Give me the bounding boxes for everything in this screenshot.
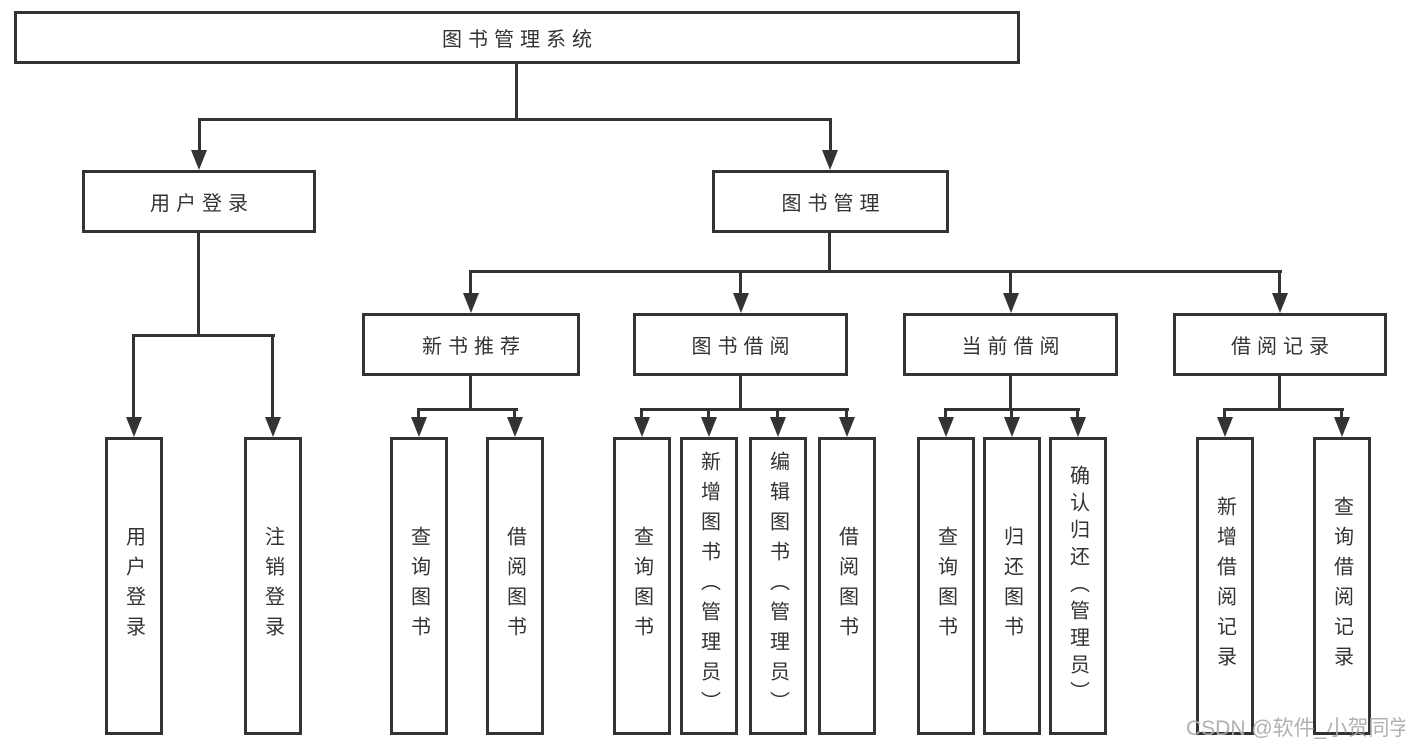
node-book-management: 图书管理 [712,170,949,233]
leaf-borrow-add-books-admin-label: 新增图书（管理员） [697,451,720,721]
arrow-down-icon [938,417,954,437]
csdn-watermark: CSDN @软件_小贺同学 [1186,717,1405,740]
leaf-borrow-query-books-label: 查询图书 [630,526,653,646]
connector-line [1223,408,1344,411]
leaf-recommend-borrow-books-label: 借阅图书 [503,526,526,646]
connector-line [739,270,742,295]
connector-line [515,64,518,121]
leaf-user-login: 用户登录 [105,437,163,735]
connector-line [776,408,779,420]
node-root: 图书管理系统 [14,11,1020,64]
arrow-down-icon [411,417,427,437]
leaf-logout-label: 注销登录 [261,526,284,646]
arrow-down-icon [126,417,142,437]
connector-line [1076,408,1079,420]
node-borrow-record: 借阅记录 [1173,313,1387,376]
arrow-down-icon [770,417,786,437]
node-user-login-label: 用户登录 [150,193,254,215]
node-root-label: 图书管理系统 [442,29,598,51]
connector-line [1009,376,1012,410]
arrow-down-icon [1334,417,1350,437]
connector-line [739,376,742,410]
connector-line [132,334,275,337]
connector-line [198,118,201,152]
node-current-borrow: 当前借阅 [903,313,1118,376]
connector-line [640,408,849,411]
arrow-down-icon [1272,293,1288,313]
leaf-current-query-books-label: 查询图书 [934,526,957,646]
leaf-current-confirm-return-admin: 确认归还（管理员） [1049,437,1107,735]
arrow-down-icon [839,417,855,437]
connector-line [417,408,420,420]
connector-line [197,233,200,337]
leaf-borrow-edit-books-admin-label: 编辑图书（管理员） [766,451,789,721]
arrow-down-icon [822,150,838,170]
leaf-record-query-borrow-record-label: 查询借阅记录 [1330,496,1353,676]
arrow-down-icon [701,417,717,437]
leaf-recommend-borrow-books: 借阅图书 [486,437,544,735]
leaf-borrow-borrow-books: 借阅图书 [818,437,876,735]
arrow-down-icon [1217,417,1233,437]
connector-line [198,118,832,121]
connector-line [944,408,947,420]
arrow-down-icon [1003,293,1019,313]
connector-line [1340,408,1343,420]
arrow-down-icon [634,417,650,437]
leaf-borrow-borrow-books-label: 借阅图书 [835,526,858,646]
arrow-down-icon [265,417,281,437]
leaf-borrow-query-books: 查询图书 [613,437,671,735]
node-new-book-recommend-label: 新书推荐 [422,336,526,358]
leaf-borrow-add-books-admin: 新增图书（管理员） [680,437,738,735]
leaf-recommend-query-books-label: 查询图书 [407,526,430,646]
leaf-record-add-borrow-record-label: 新增借阅记录 [1213,496,1236,676]
leaf-current-return-books-label: 归还图书 [1000,526,1023,646]
leaf-borrow-edit-books-admin: 编辑图书（管理员） [749,437,807,735]
node-user-login: 用户登录 [82,170,316,233]
arrow-down-icon [733,293,749,313]
connector-line [469,270,472,295]
connector-line [1223,408,1226,420]
leaf-user-login-label: 用户登录 [122,526,145,646]
connector-line [1009,270,1012,295]
connector-line [132,334,135,419]
leaf-record-query-borrow-record: 查询借阅记录 [1313,437,1371,735]
leaf-record-add-borrow-record: 新增借阅记录 [1196,437,1254,735]
leaf-current-query-books: 查询图书 [917,437,975,735]
node-book-management-label: 图书管理 [781,193,886,215]
connector-line [469,376,472,410]
connector-line [707,408,710,420]
arrow-down-icon [1070,417,1086,437]
arrow-down-icon [191,150,207,170]
leaf-current-confirm-return-admin-label: 确认归还（管理员） [1066,464,1089,708]
leaf-recommend-query-books: 查询图书 [390,437,448,735]
connector-line [829,118,832,152]
leaf-logout: 注销登录 [244,437,302,735]
node-book-borrow: 图书借阅 [633,313,848,376]
arrow-down-icon [507,417,523,437]
node-book-borrow-label: 图书借阅 [691,336,796,358]
connector-line [1278,270,1281,295]
connector-line [640,408,643,420]
arrow-down-icon [1004,417,1020,437]
leaf-current-return-books: 归还图书 [983,437,1041,735]
connector-line [845,408,848,420]
connector-line [417,408,518,411]
connector-line [1278,376,1281,410]
node-current-borrow-label: 当前借阅 [961,336,1066,358]
connector-line [828,233,831,273]
node-borrow-record-label: 借阅记录 [1231,336,1335,358]
connector-line [271,334,274,419]
connector-line [469,270,1282,273]
arrow-down-icon [463,293,479,313]
node-new-book-recommend: 新书推荐 [362,313,580,376]
connector-line [1010,408,1013,420]
connector-line [513,408,516,420]
